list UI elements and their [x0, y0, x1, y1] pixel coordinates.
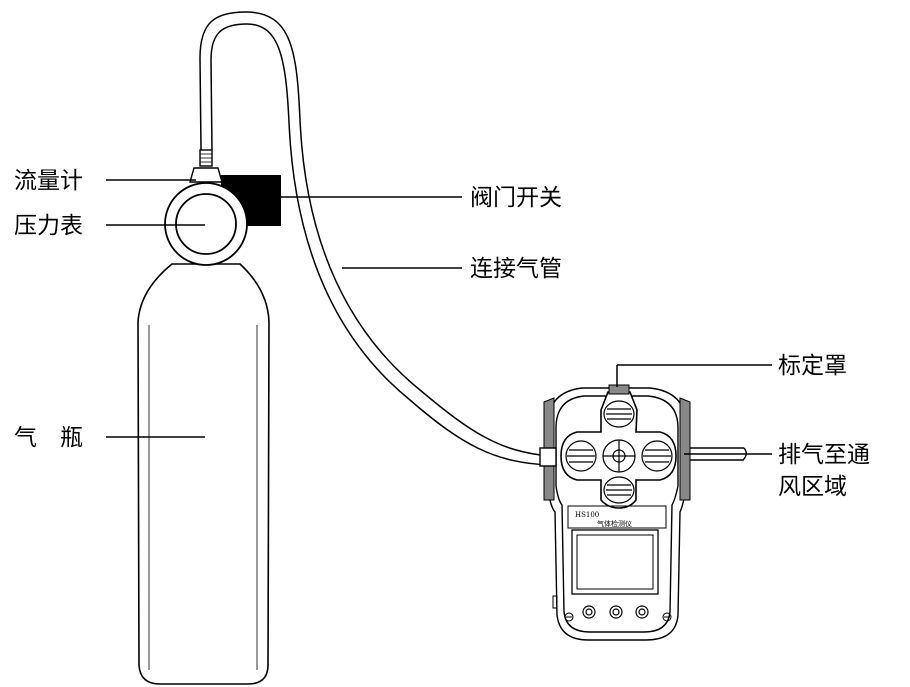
label-cylinder: 气 瓶 [14, 425, 83, 451]
device-name: 气体检测仪 [597, 519, 632, 528]
pressure-gauge [164, 182, 248, 266]
sensor-right [641, 440, 673, 472]
connecting-tube [199, 11, 551, 466]
sensor-top [603, 400, 635, 428]
flowmeter [189, 149, 223, 183]
device-buttons [582, 605, 649, 619]
device-model: HS100 [575, 511, 599, 519]
sensor-bottom [603, 476, 635, 504]
label-flowmeter: 流量计 [14, 168, 83, 194]
label-pressure-gauge: 压力表 [14, 213, 83, 239]
gas-cylinder [137, 263, 270, 685]
label-calibration-cap: 标定罩 [778, 353, 847, 379]
label-exhaust-line2: 风区域 [778, 474, 847, 500]
label-gas-tube: 连接气管 [470, 256, 562, 282]
gas-detector [539, 384, 691, 641]
label-exhaust-line1: 排气至通 [778, 442, 870, 468]
sensor-center [602, 439, 636, 473]
label-valve-switch: 阀门开关 [470, 185, 562, 211]
screws [564, 612, 672, 622]
sensor-left [565, 440, 597, 472]
leader-lines [106, 179, 772, 455]
